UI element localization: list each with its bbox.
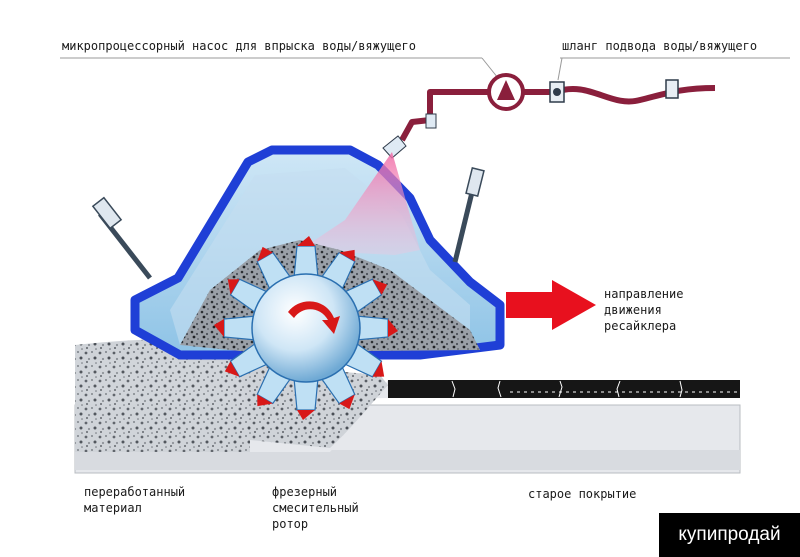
hose-coupling-2 <box>665 79 679 99</box>
rotor-tooth <box>293 236 319 279</box>
hose-leader-diagonal <box>557 57 563 81</box>
direction-label-line-1: направление <box>604 287 684 301</box>
direction-arrow-icon <box>506 280 596 330</box>
old-asphalt-layer <box>388 380 740 398</box>
left-hydraulic-arm <box>91 196 152 280</box>
rotor-tooth <box>214 315 257 341</box>
rotor-tooth <box>293 377 319 420</box>
direction-label-line-2: движения <box>604 303 662 317</box>
rotor-label-line-3: ротор <box>272 517 309 531</box>
micro-pump <box>487 73 525 111</box>
pump-label: микропроцессорный насос для впрыска воды… <box>62 39 417 53</box>
asphalt-cracks <box>451 380 740 398</box>
material-label-line-1: переработанный <box>84 485 186 499</box>
recycled-material-layer <box>75 345 250 452</box>
direction-label-line-3: ресайклера <box>604 319 677 333</box>
rotor-label-line-2: смесительный <box>272 501 359 515</box>
material-label: переработанный материал <box>84 484 185 516</box>
pump-leader-diagonal <box>481 57 499 79</box>
hose-label: шланг подвода воды/вяжущего <box>562 39 758 53</box>
ground-base-stripe <box>75 450 740 470</box>
old-surface-label: старое покрытие <box>528 487 637 501</box>
milling-rotor-drum <box>251 273 361 383</box>
hose-coupling-1 <box>549 81 565 103</box>
rotor-label-line-1: фрезерный <box>272 485 338 499</box>
material-label-line-2: материал <box>84 501 142 515</box>
watermark-logo: купипродай <box>659 513 800 557</box>
spray-cone <box>300 152 420 255</box>
direction-label: направление движения ресайклера <box>604 286 683 334</box>
right-hydraulic-arm <box>452 167 485 263</box>
rotation-arrow-icon <box>288 301 340 334</box>
rotor-label: фрезерный смесительный ротор <box>272 484 359 532</box>
recycled-material-pile <box>75 339 388 448</box>
spray-nozzle <box>382 113 437 159</box>
